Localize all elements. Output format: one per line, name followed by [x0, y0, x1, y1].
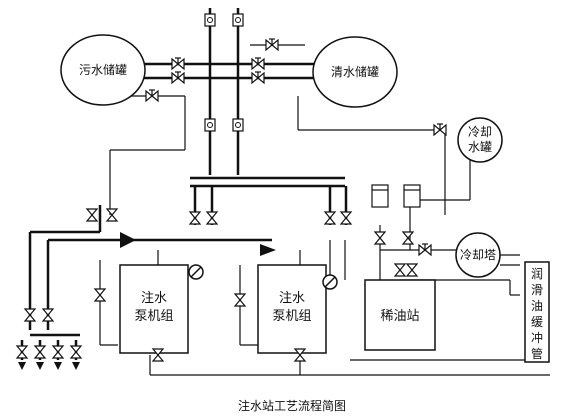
lubricating-oil-buffer-pipe: 润 滑 油 缓 冲 管: [524, 261, 550, 363]
sewage-storage-tank: 污水储罐: [60, 34, 146, 106]
pump-unit-2-label-2: 泵机组: [272, 309, 311, 324]
cooling-tank-label-2: 水罐: [468, 140, 492, 154]
diagram-caption: 注水站工艺流程简图: [238, 398, 346, 413]
gauges: [188, 264, 338, 290]
outlet-arrows: [18, 362, 80, 370]
pump-unit-1: 注水 泵机组: [119, 264, 189, 354]
clean-water-storage-tank: 清水储罐: [312, 36, 398, 108]
buffer-pipe-char-5: 冲: [531, 330, 543, 345]
filter-units: [371, 184, 421, 208]
cooling-water-tank: 冷却 水罐: [457, 117, 503, 163]
pump-unit-1-label-2: 泵机组: [134, 309, 173, 324]
cooling-tower-label: 冷却塔: [460, 248, 496, 262]
buffer-pipe-char-1: 润: [531, 267, 543, 281]
buffer-pipe-char-3: 油: [531, 299, 543, 313]
pump-unit-1-label-1: 注水: [141, 291, 167, 306]
buffer-pipe-char-4: 缓: [531, 315, 543, 329]
check-valves: [120, 232, 276, 256]
buffer-pipe-char-6: 管: [531, 346, 543, 361]
oil-station-label: 稀油站: [380, 309, 419, 324]
cooling-tower: 冷却塔: [455, 232, 501, 278]
clean-tank-label: 清水储罐: [331, 64, 379, 79]
auxiliary-pipes: [99, 44, 550, 376]
pump-unit-2-label-1: 注水: [279, 291, 305, 306]
oil-station: 稀油站: [364, 279, 436, 351]
pump-unit-2: 注水 泵机组: [257, 264, 327, 354]
cooling-tank-label-1: 冷却: [468, 125, 492, 139]
buffer-pipe-char-2: 滑: [531, 283, 543, 297]
sewage-tank-label: 污水储罐: [79, 62, 127, 77]
